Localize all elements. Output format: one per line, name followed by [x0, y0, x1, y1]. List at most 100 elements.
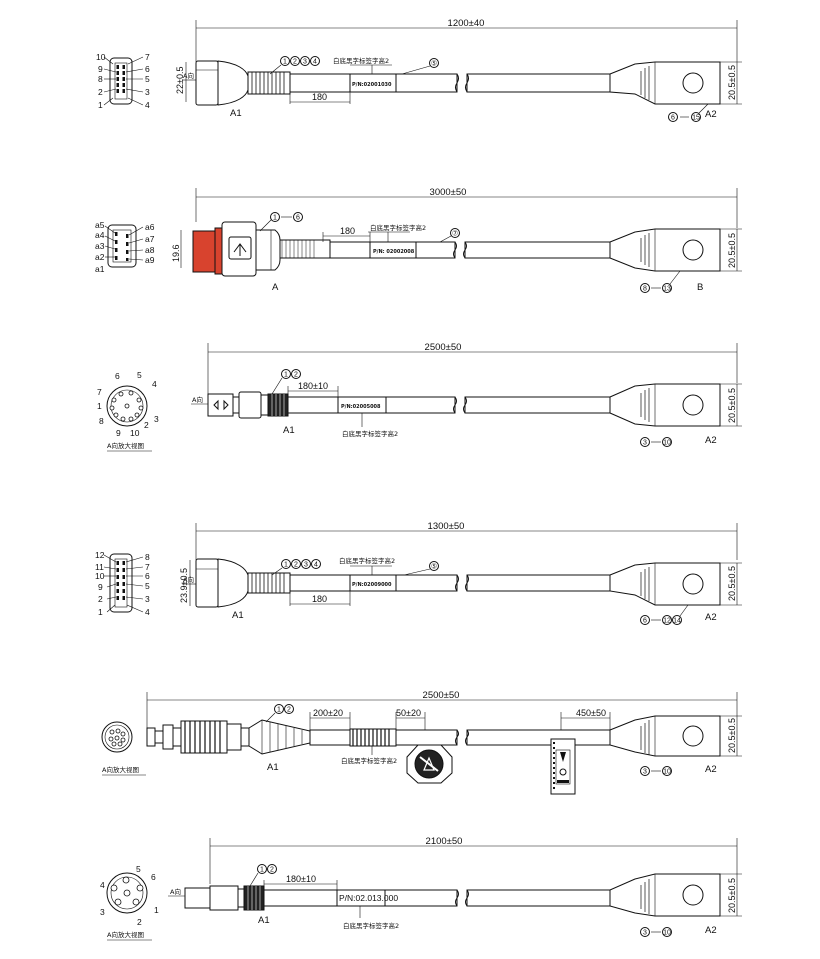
segment-dimension: 180	[312, 92, 327, 102]
segment-dimension-b: 50±20	[396, 708, 421, 718]
pn-label: P/N:02009000	[352, 582, 392, 588]
pn-label: P/N:02001030	[352, 82, 392, 88]
pn-label: P/N:02.013.000	[339, 893, 398, 903]
pin-label: a5	[95, 220, 105, 230]
pin-label: 1	[98, 100, 103, 110]
pin-label: 9	[98, 582, 103, 592]
svg-text:10: 10	[663, 769, 671, 776]
ring-callout: 3 10	[640, 437, 672, 447]
drawing-3: 2500±50 6 5 7 4 1 3 8 2 9 10 A向放大视图	[97, 342, 742, 452]
length-dimension: 2500±50	[425, 342, 462, 353]
cable-callout: ⑤	[431, 60, 437, 68]
end-label-b: B	[697, 282, 703, 293]
connector-a1	[184, 885, 265, 911]
view-direction-label: A向	[183, 575, 194, 584]
circular-pin-diagram: 6 5 7 4 1 3 8 2 9 10	[97, 370, 159, 438]
svg-text:15: 15	[692, 115, 700, 122]
pn-label-box	[369, 241, 417, 259]
pin-label: 8	[145, 552, 150, 562]
pin-label: 7	[145, 562, 150, 572]
end-label-a2: A2	[705, 109, 717, 120]
pin-label: 9	[116, 428, 121, 438]
view-direction-label: A向	[170, 887, 181, 896]
end-label-a2: A2	[705, 764, 717, 775]
cable-segment	[466, 73, 611, 93]
part-callouts: 1 2	[249, 864, 277, 887]
ring-callout: 3 10	[640, 927, 672, 937]
pin-label: 5	[137, 370, 142, 380]
pn-label: P/N: 02002008	[373, 249, 415, 255]
pin-label: 5	[136, 864, 141, 874]
pin-label: 9	[98, 64, 103, 74]
drawing-1: 1200±40 10 9 8 2 1 7 6 5 3 4	[96, 18, 742, 122]
segment-dimension-c: 450±50	[576, 708, 606, 718]
pin-label: a9	[145, 255, 155, 265]
svg-text:13: 13	[663, 286, 671, 293]
pin-label: a6	[145, 222, 155, 232]
segment-dimension-a: 200±20	[313, 708, 343, 718]
ring-terminal-a2	[609, 873, 721, 917]
pin-label: 4	[152, 379, 157, 389]
print-label-note: 白底黑字标签字高2	[341, 756, 397, 765]
pin-label: 8	[98, 74, 103, 84]
pin-label: 1	[154, 905, 159, 915]
pin-label: a3	[95, 241, 105, 251]
ring-dimension: 20.5±0.5	[727, 718, 737, 753]
pin-label: 12	[95, 550, 105, 560]
pin-label: 3	[154, 414, 159, 424]
svg-text:6: 6	[671, 115, 675, 122]
warning-tag	[406, 744, 453, 784]
end-label-a1: A1	[283, 425, 295, 436]
svg-text:10: 10	[663, 930, 671, 937]
svg-text:2: 2	[270, 867, 274, 874]
pin-diagram: 10 9 8 2 1 7 6 5 3 4	[96, 52, 150, 110]
drawing-4: 1300±50 12 11 10 9 2 1 8 7 6 5 3 4	[95, 521, 742, 625]
end-label-a2: A2	[705, 925, 717, 936]
ring-dimension: 20.5±0.5	[727, 65, 737, 100]
pin-label: 7	[145, 52, 150, 62]
svg-text:4: 4	[314, 562, 318, 569]
part-callouts: 1 2 3 4	[269, 56, 320, 75]
length-dimension: 1200±40	[448, 18, 485, 29]
svg-text:6: 6	[643, 618, 647, 625]
svg-text:1: 1	[260, 867, 264, 874]
pn-label-box	[349, 574, 397, 592]
pin-label: 8	[99, 416, 104, 426]
svg-text:1: 1	[284, 372, 288, 379]
part-callouts: 1 2 3 4	[271, 559, 321, 576]
pin-label: 10	[96, 52, 106, 62]
pin-label: 4	[145, 607, 150, 617]
ring-dimension: 20.5±0.5	[727, 388, 737, 423]
svg-text:3: 3	[303, 59, 307, 66]
height-dimension: 23.9±0.5	[179, 568, 189, 603]
pin-label: 4	[100, 880, 105, 890]
drawing-5: 2500±50 A向放大视图	[101, 690, 742, 795]
height-dimension: 22±0.5	[175, 67, 185, 94]
end-label-a: A	[272, 282, 279, 293]
ring-dimension: 20.5±0.5	[727, 566, 737, 601]
pin-label: a4	[95, 230, 105, 240]
svg-text:1: 1	[283, 59, 287, 66]
svg-text:2: 2	[294, 372, 298, 379]
segment-dimension: 180±10	[298, 381, 328, 391]
svg-text:3: 3	[304, 562, 308, 569]
pin-label: 6	[145, 571, 150, 581]
end-label-a1: A1	[267, 762, 279, 773]
enlarged-view-label: A向放大视图	[102, 765, 139, 774]
ring-terminal-b	[609, 228, 721, 272]
end-label-a1: A1	[230, 108, 242, 119]
cable-callout: ⑤	[431, 563, 437, 571]
part-callouts: 1 2	[265, 704, 294, 723]
svg-text:1: 1	[277, 707, 281, 714]
connector-a1	[146, 719, 311, 755]
pin-diagram: 12 11 10 9 2 1 8 7 6 5 3 4	[95, 550, 150, 617]
pin-label: 6	[145, 64, 150, 74]
enlarged-view-label: A向放大视图	[107, 930, 144, 939]
ring-terminal-a2	[609, 715, 721, 757]
end-label-a2: A2	[705, 435, 717, 446]
svg-text:14: 14	[673, 618, 681, 625]
svg-text:2: 2	[287, 707, 291, 714]
view-direction-label: A向	[192, 395, 203, 404]
ring-terminal-a2	[609, 383, 721, 427]
pin-label: 10	[130, 428, 140, 438]
